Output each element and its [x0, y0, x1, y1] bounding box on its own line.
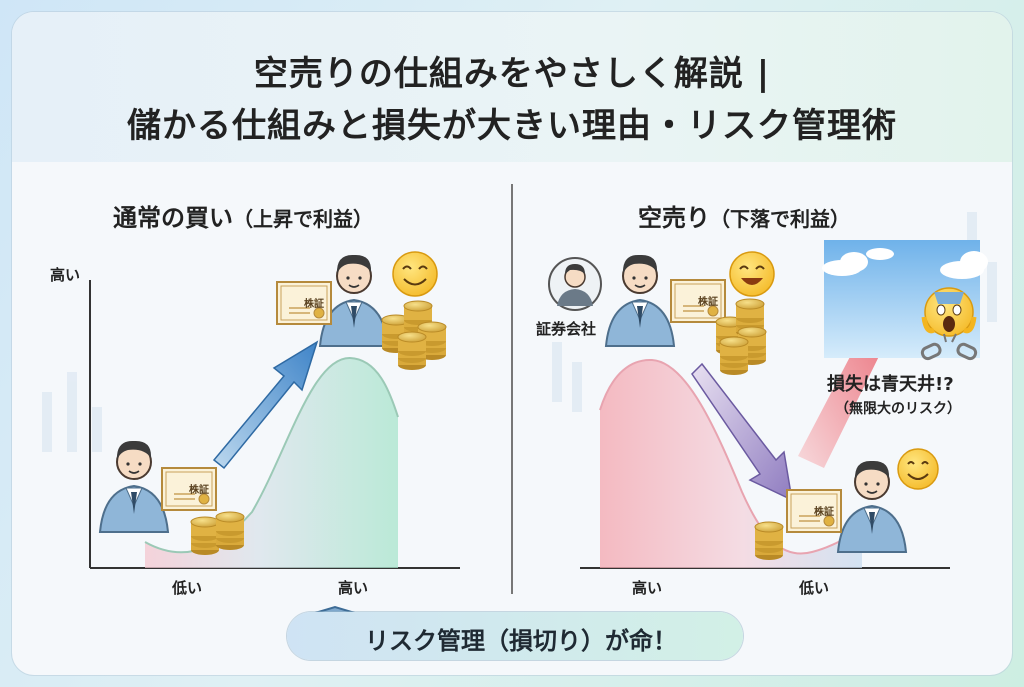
left-cert-label-low: 株証	[189, 483, 209, 496]
right-heading-main: 空売り	[638, 204, 710, 232]
right-heading-sub: （下落で利益）	[710, 207, 850, 231]
broker-avatar-icon	[548, 257, 602, 311]
right-heading: 空売り（下落で利益）	[634, 198, 854, 235]
left-smile-face-icon	[392, 251, 438, 297]
right-coin-stack-low	[754, 521, 784, 561]
left-x-low-label: 低い	[172, 579, 203, 597]
left-heading: 通常の買い（上昇で利益）	[109, 198, 377, 235]
left-x-high-label: 高い	[338, 579, 369, 597]
broken-chain-icon	[920, 333, 978, 361]
right-cert-label-high: 株証	[698, 295, 718, 308]
right-cert-label-low: 株証	[814, 505, 834, 518]
left-price-curve	[144, 356, 399, 568]
shocked-face-icon	[921, 287, 977, 337]
left-cert-label-high: 株証	[304, 297, 324, 310]
right-price-curve	[599, 358, 863, 568]
right-fall-arrow	[691, 362, 793, 502]
right-smile-face-icon-low	[897, 448, 939, 490]
left-y-axis-label: 高い	[50, 266, 81, 284]
loss-sub-note: （無限大のリスク）	[835, 401, 961, 417]
left-heading-main: 通常の買い	[113, 204, 233, 232]
risk-message-text: リスク管理（損切り）が命！	[365, 627, 677, 655]
page-title-line1: 空売りの仕組みをやさしく解説 |	[253, 54, 771, 94]
infographic-panel: 空売りの仕組みをやさしく解説 | 儲かる仕組みと損失が大きい理由・リスク管理術	[12, 12, 1012, 675]
page-title-line2: 儲かる仕組みと損失が大きい理由・リスク管理術	[127, 106, 897, 146]
title-band	[12, 12, 1012, 162]
diagram-canvas: 株証 株証	[42, 212, 997, 660]
right-smile-face-icon	[729, 251, 775, 297]
left-rise-arrow	[212, 340, 319, 470]
broker-label: 証券会社	[536, 320, 597, 338]
left-coin-stack-low	[190, 511, 245, 556]
right-x-high-label: 高い	[632, 579, 663, 597]
panel-divider	[511, 184, 513, 594]
left-coin-stack-high	[381, 300, 447, 371]
loss-note: 損失は青天井!?	[827, 374, 954, 395]
right-x-low-label: 低い	[799, 579, 830, 597]
left-heading-sub: （上昇で利益）	[233, 207, 373, 231]
risk-message-pill: リスク管理（損切り）が命！	[287, 612, 743, 660]
